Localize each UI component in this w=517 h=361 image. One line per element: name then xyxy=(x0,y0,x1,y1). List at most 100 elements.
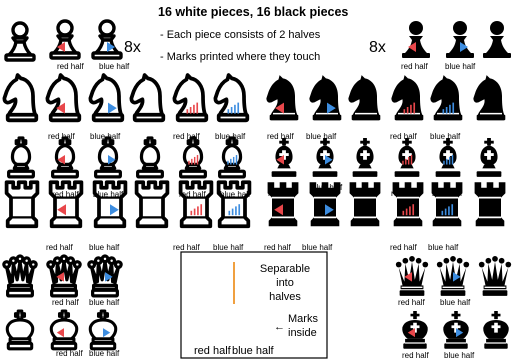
multiplier-white: 8x xyxy=(124,39,141,56)
black-pawn-icon xyxy=(446,21,474,58)
white-bishop-icon xyxy=(9,138,34,177)
white-knight-icon xyxy=(174,75,206,120)
label-blue-half: blue half xyxy=(432,189,463,198)
white-bishop-icon xyxy=(220,138,245,177)
label-blue-half: blue half xyxy=(428,243,459,252)
white-rook-icon xyxy=(219,182,250,226)
white-pawn-icon xyxy=(6,23,34,60)
black-bishop-icon xyxy=(477,138,502,177)
black-knight-icon xyxy=(391,75,423,120)
legend-arrow: ← xyxy=(274,321,285,333)
white-knight-icon xyxy=(4,75,36,120)
label-red-half: red half xyxy=(56,349,83,358)
white-bishop-icon xyxy=(181,138,206,177)
label-red-half: red half xyxy=(390,132,417,141)
label-red-half: red half xyxy=(264,243,291,252)
label-red-half: red half xyxy=(267,132,294,141)
black-bishop-icon xyxy=(353,138,378,177)
black-queen-icon xyxy=(396,256,428,296)
black-bishop-icon xyxy=(272,138,297,177)
white-bishop-icon xyxy=(53,138,78,177)
legend-separable-2: into xyxy=(276,277,294,289)
label-red-half: red half xyxy=(390,243,417,252)
label-red-half: red half xyxy=(48,132,75,141)
header-bullet-2: - Marks printed where they touch xyxy=(160,51,320,63)
white-knight-icon xyxy=(90,75,122,120)
label-blue-half: blue half xyxy=(306,132,337,141)
multiplier-black: 8x xyxy=(369,39,386,56)
label-red-half: red half xyxy=(398,298,425,307)
label-blue-half: blue half xyxy=(444,351,475,360)
black-king-icon xyxy=(483,311,508,349)
black-queen-icon xyxy=(479,256,511,296)
label-blue-half: blue half xyxy=(215,132,246,141)
black-king-icon xyxy=(402,311,427,349)
white-bishop-icon xyxy=(96,138,121,177)
black-knight-icon xyxy=(266,75,298,120)
white-king-icon xyxy=(7,311,32,349)
black-queen-icon xyxy=(437,256,469,296)
black-pawn-icon xyxy=(483,21,511,58)
white-king-icon xyxy=(51,311,76,349)
label-blue-half: blue half xyxy=(99,62,130,71)
label-red-half: red half xyxy=(57,62,84,71)
label-blue-half: blue half xyxy=(213,243,244,252)
label-blue-half: blue half xyxy=(220,190,251,199)
black-knight-icon xyxy=(348,75,380,120)
label-blue-half: blue half xyxy=(445,62,476,71)
black-rook-icon xyxy=(475,182,506,226)
legend-red-half: red half xyxy=(194,345,232,357)
label-blue-half: blue half xyxy=(302,243,333,252)
label-blue-half: blue half xyxy=(440,298,471,307)
white-bishop-icon xyxy=(138,138,163,177)
white-knight-icon xyxy=(131,75,163,120)
label-red-half: red half xyxy=(179,190,206,199)
header-title: 16 white pieces, 16 black pieces xyxy=(158,5,348,19)
white-rook-icon xyxy=(181,182,212,226)
black-bishop-icon xyxy=(436,138,461,177)
legend-blue-half: blue half xyxy=(232,345,275,357)
legend-marks-1: Marks xyxy=(288,313,318,325)
header-bullet-1: - Each piece consists of 2 halves xyxy=(160,29,321,41)
black-king-icon xyxy=(443,311,468,349)
label-red-half: red half xyxy=(268,189,295,198)
white-queen-icon xyxy=(4,256,36,296)
black-knight-icon xyxy=(430,75,462,120)
white-rook-icon xyxy=(51,182,82,226)
black-knight-icon xyxy=(309,75,341,120)
label-red-half: red half xyxy=(46,243,73,252)
label-blue-half: blue half xyxy=(89,349,120,358)
label-red-half: red half xyxy=(402,351,429,360)
legend-marks-2: inside xyxy=(288,327,317,339)
black-bishop-icon xyxy=(313,138,338,177)
label-blue-half: blue half xyxy=(312,183,343,192)
black-rook-icon xyxy=(350,182,381,226)
white-knight-icon xyxy=(47,75,79,120)
white-rook-icon xyxy=(137,182,168,226)
legend-separable-1: Separable xyxy=(260,263,310,275)
white-queen-icon xyxy=(48,256,80,296)
label-red-half: red half xyxy=(391,189,418,198)
label-blue-half: blue half xyxy=(430,132,461,141)
label-red-half: red half xyxy=(173,132,200,141)
black-knight-icon xyxy=(473,75,505,120)
label-blue-half: blue half xyxy=(89,298,120,307)
white-rook-icon xyxy=(95,182,126,226)
label-red-half: red half xyxy=(401,62,428,71)
label-blue-half: blue half xyxy=(90,132,121,141)
white-pawn-icon xyxy=(93,21,121,58)
label-blue-half: blue half xyxy=(89,243,120,252)
label-red-half: red half xyxy=(52,190,79,199)
label-red-half: red half xyxy=(173,243,200,252)
white-king-icon xyxy=(90,311,115,349)
white-knight-icon xyxy=(215,75,247,120)
label-blue-half: blue half xyxy=(93,190,124,199)
white-rook-icon xyxy=(7,182,38,226)
white-pawn-icon xyxy=(51,21,79,58)
legend-separable-3: halves xyxy=(269,291,301,303)
label-red-half: red half xyxy=(52,298,79,307)
black-bishop-icon xyxy=(395,138,420,177)
white-queen-icon xyxy=(89,256,121,296)
black-pawn-icon xyxy=(402,21,430,58)
